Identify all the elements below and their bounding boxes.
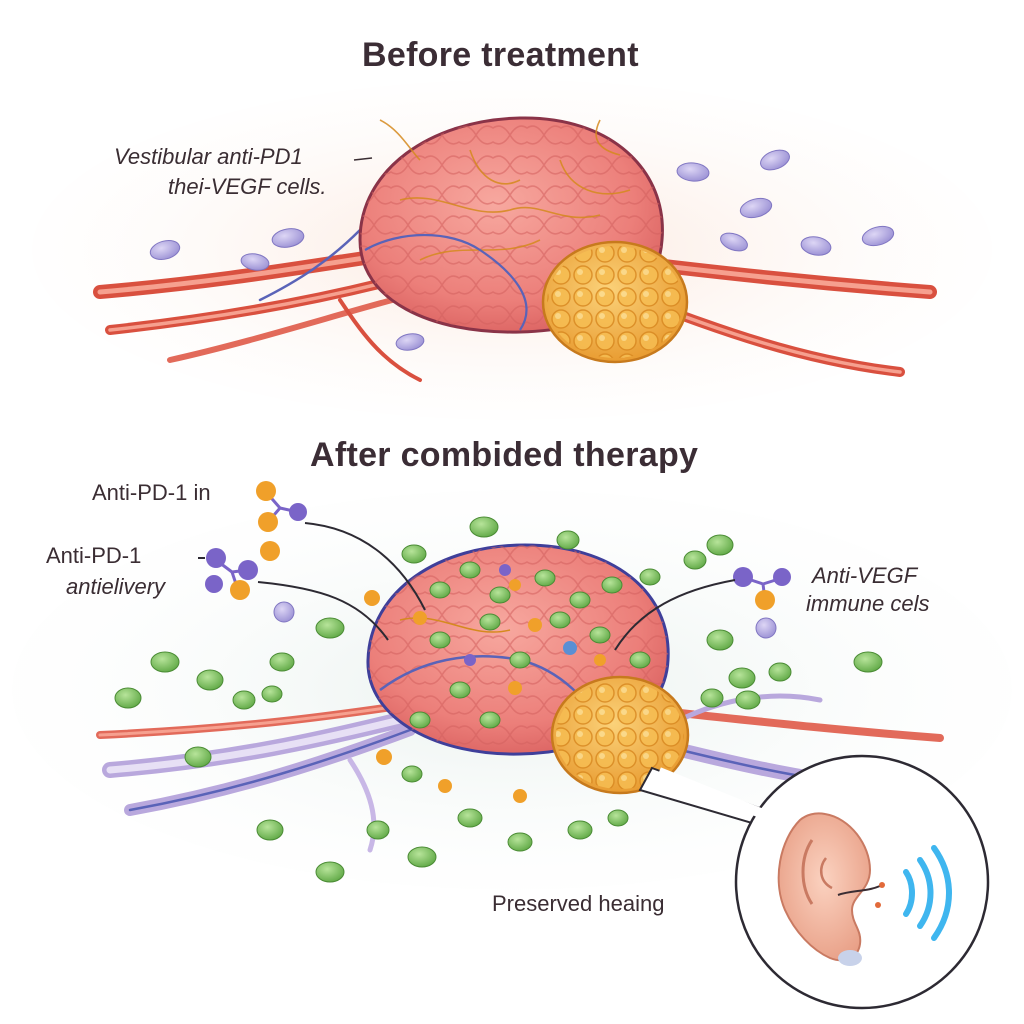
- after-callout-right-line1: Anti-VEGF: [812, 563, 918, 588]
- hearing-inset: [638, 754, 990, 1010]
- after-yellow-nodule: [550, 675, 690, 795]
- before-callout-line1: Vestibular anti-PD1: [114, 144, 303, 169]
- after-callout-top-left: Anti-PD-1 in: [92, 480, 211, 505]
- before-callout-line2: thei-VEGF cells.: [168, 174, 327, 199]
- antibody-icon: [733, 567, 791, 610]
- after-callout-mid-left-line1: Anti-PD-1: [46, 543, 142, 568]
- antibody-icon: [205, 548, 258, 600]
- before-panel: [32, 80, 992, 420]
- after-callout-right-line2: immune cels: [806, 591, 930, 616]
- after-panel: [12, 481, 1012, 1010]
- after-callout-pointers: [198, 522, 736, 651]
- after-scattered-immune-cells: [114, 516, 883, 883]
- ear-icon: [777, 812, 885, 966]
- before-lavender-cells: [149, 149, 895, 351]
- antibody-icon: [256, 481, 307, 561]
- after-tumor-antibodies: [413, 564, 606, 695]
- after-tumor-immune-cells: [409, 561, 651, 729]
- before-yellow-nodule: [541, 240, 689, 364]
- sound-wave-icon: [903, 845, 952, 941]
- before-callout-pointer: [353, 157, 373, 161]
- after-panel-title: After combided therapy: [310, 436, 699, 474]
- after-scattered-antibodies: [273, 590, 777, 803]
- outcome-label: Preserved heaing: [492, 891, 665, 916]
- after-callout-mid-left-line2: antielivery: [66, 574, 166, 599]
- before-panel-title: Before treatment: [362, 36, 639, 74]
